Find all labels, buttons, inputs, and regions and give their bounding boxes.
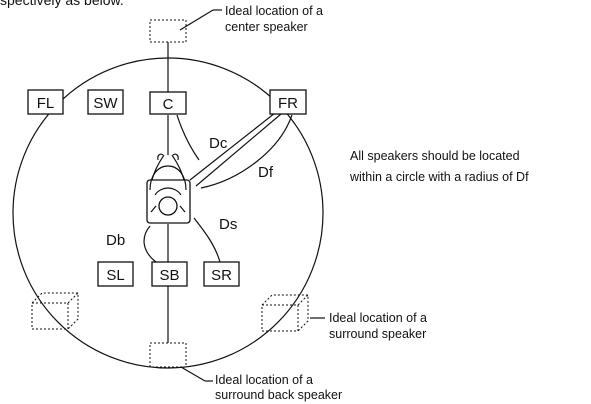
speaker-sb: SB bbox=[151, 261, 188, 287]
callout-back-line1: Ideal location of a bbox=[215, 373, 313, 387]
callout-center-leader bbox=[179, 9, 214, 31]
distance-db-label: Db bbox=[106, 232, 125, 249]
distance-df-label: Df bbox=[258, 164, 274, 181]
speaker-fr: FR bbox=[269, 89, 307, 115]
fr-line-1 bbox=[189, 112, 276, 181]
callout-center-line2: center speaker bbox=[225, 20, 308, 34]
callout-surround-line2: surround speaker bbox=[329, 327, 426, 341]
fr-line-2 bbox=[195, 113, 282, 187]
distance-dc-label: Dc bbox=[209, 135, 228, 152]
speaker-sw-label: SW bbox=[93, 95, 118, 112]
callout-surround-line1: Ideal location of a bbox=[329, 311, 427, 325]
callout-center-line1: Ideal location of a bbox=[225, 4, 323, 18]
speaker-fr-label: FR bbox=[278, 95, 298, 112]
ideal-surround-back-speaker bbox=[149, 342, 187, 368]
distance-ds-label: Ds bbox=[219, 216, 237, 233]
ds-arc bbox=[193, 217, 221, 263]
ideal-surround-left-speaker bbox=[31, 292, 79, 330]
listener-icon bbox=[146, 153, 191, 224]
speaker-sb-label: SB bbox=[159, 267, 179, 284]
speaker-sr-label: SR bbox=[211, 267, 232, 284]
speaker-c-label: C bbox=[163, 96, 174, 113]
speaker-sr: SR bbox=[203, 261, 240, 287]
speaker-sl: SL bbox=[97, 261, 134, 287]
dc-arc bbox=[176, 114, 200, 161]
ideal-center-speaker bbox=[149, 19, 187, 43]
note-line1: All speakers should be located bbox=[350, 149, 520, 163]
speaker-fl: FL bbox=[27, 89, 64, 115]
speaker-fl-label: FL bbox=[37, 95, 55, 112]
ideal-surround-right-speaker bbox=[261, 294, 309, 332]
speaker-c: C bbox=[149, 91, 187, 115]
callout-back-line2: surround back speaker bbox=[215, 388, 342, 402]
header-fragment: spectively as below. bbox=[0, 0, 124, 8]
speaker-sw: SW bbox=[87, 89, 124, 115]
df-arc bbox=[200, 114, 293, 189]
callout-back-leader bbox=[180, 366, 206, 382]
note-line2: within a circle with a radius of Df bbox=[349, 170, 529, 184]
db-arc bbox=[143, 225, 157, 263]
speaker-sl-label: SL bbox=[106, 267, 124, 284]
